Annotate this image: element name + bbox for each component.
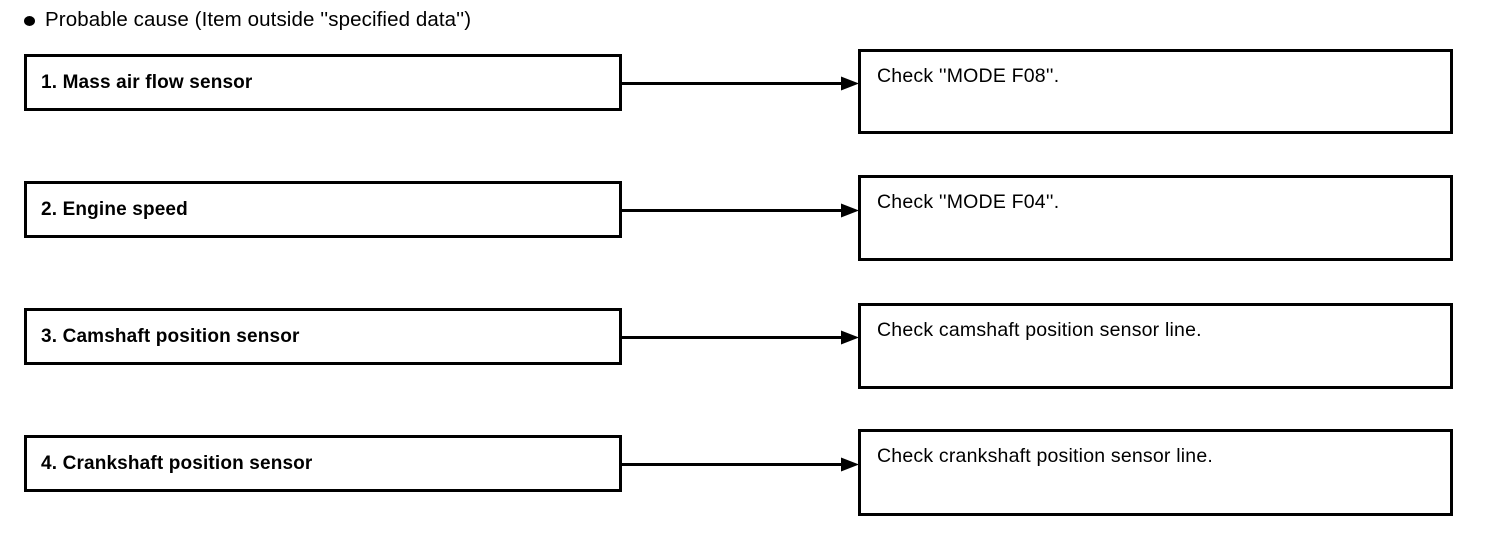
cause-box-2[interactable]: 2. Engine speed [24, 181, 622, 238]
cause-box-4[interactable]: 4. Crankshaft position sensor [24, 435, 622, 492]
action-box-2[interactable]: Check ''MODE F04''. [858, 175, 1453, 261]
connector-arrow-3 [619, 328, 861, 348]
action-label-3: Check camshaft position sensor line. [877, 319, 1202, 341]
right-arrow-icon [619, 203, 859, 218]
action-label-1: Check ''MODE F08''. [877, 65, 1060, 87]
action-box-4[interactable]: Check crankshaft position sensor line. [858, 429, 1453, 516]
action-box-1[interactable]: Check ''MODE F08''. [858, 49, 1453, 134]
cause-label-2: 2. Engine speed [41, 198, 188, 220]
filled-dot-icon [24, 16, 35, 26]
right-arrow-icon [619, 457, 859, 472]
page-title: Probable cause (Item outside ''specified… [45, 8, 472, 31]
cause-label-1: 1. Mass air flow sensor [41, 71, 253, 93]
action-label-4: Check crankshaft position sensor line. [877, 445, 1214, 467]
right-arrow-icon [619, 330, 859, 345]
cause-label-3: 3. Camshaft position sensor [41, 325, 300, 347]
action-label-2: Check ''MODE F04''. [877, 191, 1060, 213]
cause-box-1[interactable]: 1. Mass air flow sensor [24, 54, 622, 111]
probable-cause-heading: Probable cause (Item outside ''specified… [24, 8, 471, 32]
connector-arrow-2 [619, 201, 861, 221]
connector-arrow-1 [619, 74, 861, 94]
action-box-3[interactable]: Check camshaft position sensor line. [858, 303, 1453, 389]
cause-box-3[interactable]: 3. Camshaft position sensor [24, 308, 622, 365]
connector-arrow-4 [619, 455, 861, 475]
right-arrow-icon [619, 76, 859, 91]
cause-label-4: 4. Crankshaft position sensor [41, 452, 313, 474]
